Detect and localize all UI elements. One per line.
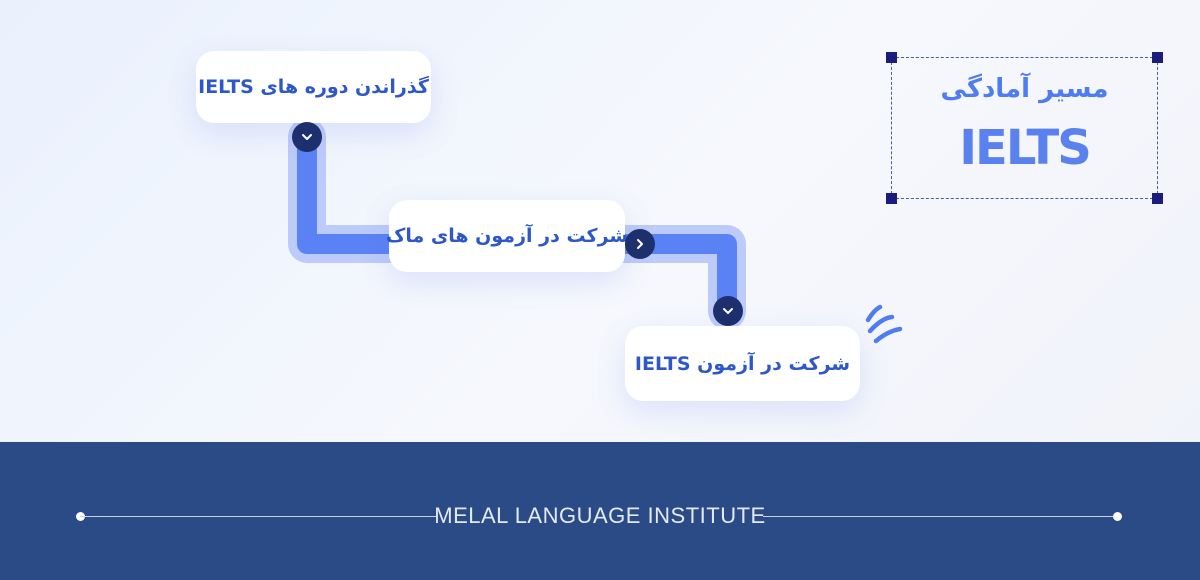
institute-name: MELAL LANGUAGE INSTITUTE (434, 503, 766, 528)
footer-divider (763, 516, 1118, 517)
selection-handle (1152, 193, 1163, 204)
title-ielts: IELTS (959, 120, 1092, 176)
infographic-canvas: گذراندن دوره های IELTS شرکت در آزمون های… (0, 0, 1200, 442)
footer-dot (1113, 512, 1122, 521)
step-label: شرکت در آزمون های ماک (385, 225, 629, 247)
selection-handle (886, 193, 897, 204)
selection-handle (886, 52, 897, 63)
step-label: گذراندن دوره های IELTS (198, 76, 429, 98)
chevron-right-icon (625, 229, 655, 259)
footer-banner: MELAL LANGUAGE INSTITUTE (0, 442, 1200, 580)
step-card-ielts-exam: شرکت در آزمون IELTS (625, 326, 860, 401)
title-preparation-path: مسیر آمادگی (940, 74, 1109, 104)
sparkle-icon (865, 304, 903, 344)
title-selection-box: مسیر آمادگی IELTS (886, 52, 1163, 204)
footer-divider (80, 516, 436, 517)
selection-handle (1152, 52, 1163, 63)
chevron-down-icon (713, 296, 743, 326)
step-card-mock-exam: شرکت در آزمون های ماک (385, 200, 629, 272)
step-card-course: گذراندن دوره های IELTS (196, 51, 431, 123)
step-label: شرکت در آزمون IELTS (634, 352, 851, 375)
chevron-down-icon (292, 122, 322, 152)
